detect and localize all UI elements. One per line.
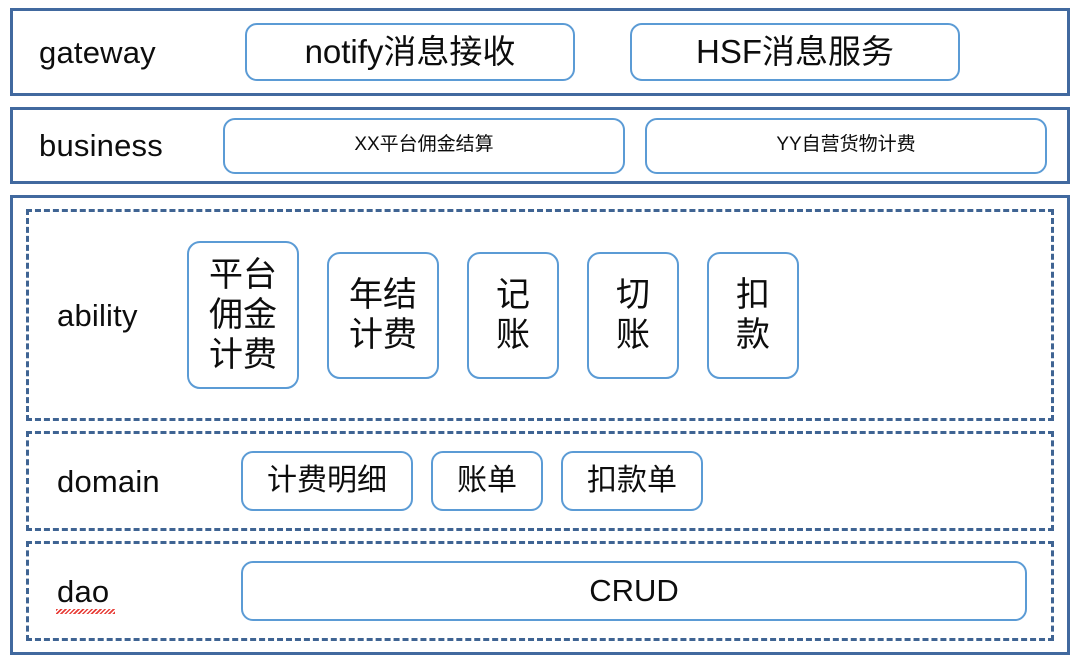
gateway-box-hsf[interactable]: HSF消息服务: [630, 23, 960, 82]
dao-layer-section: dao CRUD: [26, 541, 1054, 641]
gateway-layer-label: gateway: [39, 34, 156, 70]
core-layers-panel: ability 平台 佣金 计费 年结 计费: [10, 195, 1070, 655]
ability-box-line: 扣: [736, 275, 770, 314]
domain-layer-label: domain: [57, 463, 160, 499]
domain-box-bill[interactable]: 账单: [431, 451, 543, 511]
ability-layer-section: ability 平台 佣金 计费 年结 计费: [26, 209, 1054, 421]
ability-box-line: 平台: [209, 255, 277, 294]
domain-box-group: 计费明细 账单 扣款单: [241, 451, 1051, 511]
ability-box-line: 记: [496, 275, 530, 314]
ability-box-account-transfer[interactable]: 切 账: [587, 251, 679, 379]
ability-box-line: 年结: [349, 275, 417, 314]
ability-box-line: 切: [616, 275, 650, 314]
dao-box-crud[interactable]: CRUD: [241, 561, 1027, 621]
gateway-box-group: notify消息接收 HSF消息服务: [245, 23, 1067, 82]
ability-box-group: 平台 佣金 计费 年结 计费 记 账: [187, 241, 1051, 389]
domain-box-billing-detail[interactable]: 计费明细: [241, 451, 413, 511]
ability-box-deduction[interactable]: 扣 款: [707, 251, 799, 379]
ability-box-line: 佣金: [209, 295, 277, 334]
business-box-group: XX平台佣金结算 YY自营货物计费: [223, 117, 1067, 174]
ability-box-line: 款: [736, 316, 770, 354]
ability-box-line: 计费: [349, 316, 417, 354]
dao-layer-label: dao: [29, 576, 241, 607]
business-layer-panel: business XX平台佣金结算 YY自营货物计费: [10, 107, 1070, 184]
ability-box-line: 计费: [209, 336, 277, 375]
domain-layer-section: domain 计费明细 账单 扣款单: [26, 431, 1054, 531]
gateway-layer-panel: gateway notify消息接收 HSF消息服务: [10, 8, 1070, 97]
business-box-yy-self-operated-billing[interactable]: YY自营货物计费: [645, 117, 1047, 174]
business-layer-label: business: [39, 128, 163, 164]
business-box-xx-commission-settlement[interactable]: XX平台佣金结算: [223, 117, 625, 174]
domain-box-deduction-order[interactable]: 扣款单: [561, 451, 703, 511]
dao-box-group: CRUD: [241, 561, 1051, 621]
ability-layer-label: ability: [57, 297, 138, 333]
ability-box-platform-commission-billing[interactable]: 平台 佣金 计费: [187, 241, 299, 389]
ability-box-year-end-billing[interactable]: 年结 计费: [327, 251, 439, 379]
dao-label-text-misspelled: dao: [57, 573, 110, 609]
gateway-box-notify[interactable]: notify消息接收: [245, 23, 575, 82]
ability-box-line: 账: [616, 316, 650, 354]
ability-box-bookkeeping[interactable]: 记 账: [467, 251, 559, 379]
ability-box-line: 账: [496, 316, 530, 354]
